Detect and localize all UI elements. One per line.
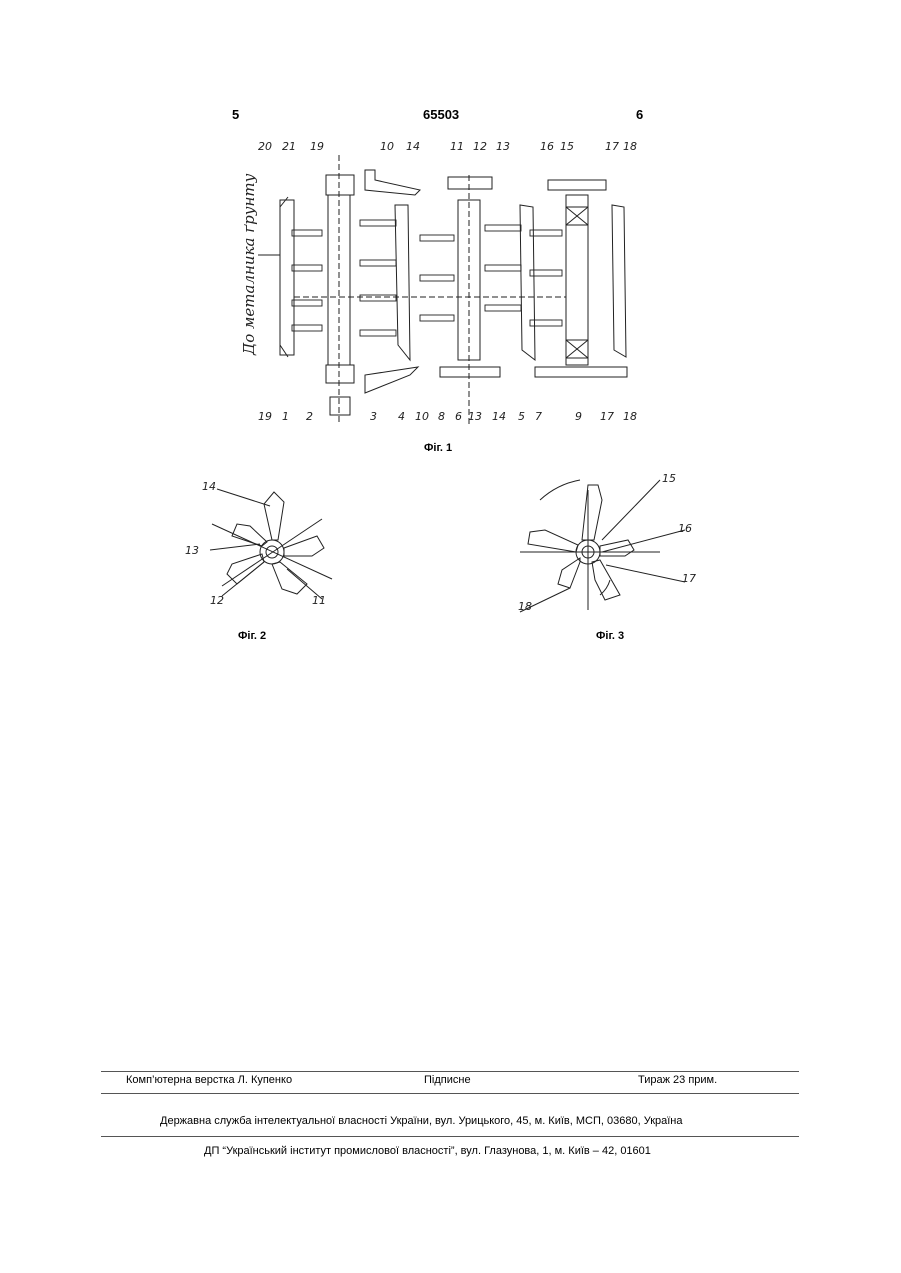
fig1-label-top: 11 — [450, 140, 464, 153]
blade-bottom-1 — [365, 367, 418, 393]
footer-rule-bottom — [101, 1136, 799, 1137]
fig1-label-top: 19 — [310, 140, 324, 153]
blade-top-1 — [365, 170, 420, 195]
fig1-label-bottom: 17 — [600, 410, 614, 423]
fig2-label: 13 — [185, 544, 199, 557]
frame-bar — [280, 200, 294, 355]
footer-signed: Підписне — [424, 1074, 471, 1086]
fig1-label-top: 18 — [623, 140, 637, 153]
fig3-label: 16 — [678, 522, 692, 535]
page-number-right: 6 — [636, 107, 643, 122]
fig1-label-bottom: 2 — [306, 410, 313, 423]
fig1-label-bottom: 13 — [468, 410, 482, 423]
rotor-blade — [558, 558, 580, 588]
footer-typesetter: Комп’ютерна верстка Л. Купенко — [126, 1074, 292, 1086]
rotor-blade — [528, 530, 578, 552]
figure-3-drawing: 15 16 17 18 — [510, 470, 710, 620]
fig2-label: 14 — [202, 480, 216, 493]
fig1-label-top: 16 — [540, 140, 554, 153]
fig2-label: 11 — [312, 594, 326, 607]
rotor-blade — [582, 485, 602, 540]
drive-pulley — [330, 397, 350, 415]
fig3-label: 17 — [682, 572, 696, 585]
fig1-label-bottom: 18 — [623, 410, 637, 423]
fig1-label-bottom: 4 — [398, 410, 405, 423]
fig1-label-bottom: 9 — [575, 410, 582, 423]
rotor-head-bottom-3 — [535, 367, 627, 377]
rotor-head-top-2 — [448, 177, 492, 189]
fig1-label-top: 17 — [605, 140, 619, 153]
footer-circulation: Тираж 23 прим. — [638, 1074, 717, 1086]
figure-1-caption: Фіг. 1 — [424, 442, 452, 454]
fig1-label-bottom: 19 — [258, 410, 272, 423]
rotor-blade — [284, 536, 324, 556]
patent-number: 65503 — [423, 107, 459, 122]
fig1-label-bottom: 14 — [492, 410, 506, 423]
fig1-label-top: 15 — [560, 140, 574, 153]
page-number-left: 5 — [232, 107, 239, 122]
rotor-blade — [232, 524, 267, 546]
radius-arc-r1 — [540, 480, 580, 500]
rotor-blade — [227, 554, 264, 584]
fig1-label-top: 20 — [258, 140, 272, 153]
rotor-blade — [592, 560, 620, 600]
gearbox-top-1 — [326, 175, 354, 195]
fig3-label: 18 — [518, 600, 532, 613]
fig1-label-bottom: 8 — [438, 410, 445, 423]
figure-1-vertical-label: До металника ґрунту — [240, 173, 258, 356]
fig1-label-top: 13 — [496, 140, 510, 153]
fig1-label-bottom: 3 — [370, 410, 377, 423]
figure-3-caption: Фіг. 3 — [596, 630, 624, 642]
fig1-label-top: 10 — [380, 140, 394, 153]
fig1-label-bottom: 10 — [415, 410, 429, 423]
rotor-blade — [272, 562, 307, 594]
rotor-head-top-3 — [548, 180, 606, 190]
fig1-label-top: 12 — [473, 140, 487, 153]
fig1-label-bottom: 7 — [535, 410, 542, 423]
footer-publisher: Державна служба інтелектуальної власност… — [160, 1115, 683, 1127]
fig1-label-top: 21 — [282, 140, 296, 153]
footer-institute: ДП “Український інститут промислової вла… — [204, 1145, 651, 1157]
figure-2-caption: Фіг. 2 — [238, 630, 266, 642]
gearbox-bottom-1 — [326, 365, 354, 383]
footer-rule-top — [101, 1071, 799, 1072]
fig1-label-bottom: 6 — [455, 410, 462, 423]
rotor-head-bottom-2 — [440, 367, 500, 377]
footer-rule-middle — [101, 1093, 799, 1094]
fig1-label-top: 14 — [406, 140, 420, 153]
figure-2-drawing: 14 13 12 11 — [182, 474, 362, 614]
rotor-blade — [264, 492, 284, 540]
fig2-label: 12 — [210, 594, 224, 607]
figure-1-drawing: До металника ґрунту 20 21 19 10 14 11 12… — [230, 135, 650, 435]
fig1-label-bottom: 5 — [518, 410, 525, 423]
fig1-label-bottom: 1 — [282, 410, 289, 423]
fig3-label: 15 — [662, 472, 676, 485]
